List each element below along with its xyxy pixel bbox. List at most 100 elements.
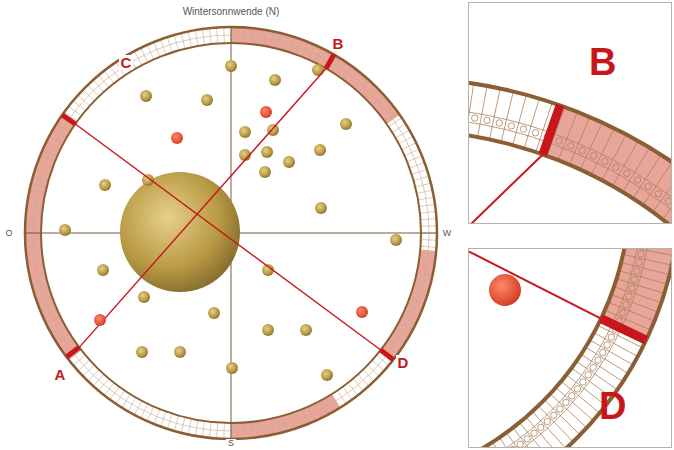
drawing-stroke — [576, 361, 617, 390]
drawing-stroke — [517, 441, 523, 447]
drawing-stroke — [624, 170, 630, 176]
drawing-stroke — [556, 132, 671, 223]
drawing-stroke — [478, 86, 487, 137]
drawing-stroke — [469, 107, 671, 223]
drawing-stroke — [665, 198, 671, 204]
compass-axes — [25, 27, 437, 439]
drawing-stroke — [623, 148, 650, 192]
pink-arc — [539, 249, 655, 332]
drawing-stroke — [544, 418, 550, 424]
drawing-stroke — [472, 115, 478, 121]
star — [97, 264, 109, 276]
drawing-stroke — [551, 412, 557, 418]
inset-box: B — [468, 2, 672, 224]
rim-outer — [25, 27, 437, 439]
drawing-stroke — [636, 259, 642, 265]
crescent-moon — [290, 148, 440, 362]
drawing-stroke — [645, 183, 651, 189]
direction-label: W — [441, 229, 454, 238]
inset-d-detail — [469, 249, 671, 447]
sight-line — [470, 154, 543, 223]
drawing-stroke — [489, 89, 500, 140]
pink-arc — [231, 35, 393, 119]
drawing-stroke — [662, 178, 671, 219]
drawing-stroke — [590, 153, 596, 159]
stars — [59, 60, 402, 381]
drawing-stroke — [531, 430, 537, 436]
drawing-stroke — [381, 350, 394, 360]
rim-marker — [66, 347, 79, 357]
drawing-stroke — [508, 123, 514, 129]
drawing-stroke — [469, 249, 630, 447]
drawing-stroke — [469, 249, 653, 447]
star — [262, 324, 274, 336]
sight-line — [469, 250, 601, 319]
drawing-stroke — [520, 126, 526, 132]
drawing-stroke — [613, 164, 619, 170]
star — [267, 124, 279, 136]
drawing-stroke — [532, 130, 538, 136]
drawing-stroke — [510, 446, 516, 447]
red-star — [260, 106, 272, 118]
inset-letter: B — [589, 43, 616, 81]
direction-label: O — [3, 229, 14, 238]
sight-line — [79, 68, 326, 347]
drawing-stroke — [623, 302, 629, 308]
drawing-stroke — [326, 55, 334, 69]
drawing-stroke — [614, 287, 661, 303]
rim-marker — [62, 115, 75, 124]
drawing-stroke — [634, 177, 640, 183]
drawing-stroke — [590, 340, 633, 365]
drawing-stroke — [574, 386, 580, 392]
red-star — [171, 132, 183, 144]
drawing-stroke — [469, 249, 671, 447]
star — [390, 234, 402, 246]
drawing-stroke — [617, 279, 665, 294]
disk-rim — [25, 27, 437, 439]
drawing-stroke — [524, 99, 539, 149]
drawing-stroke — [469, 249, 643, 447]
pink-arc — [556, 132, 671, 223]
drawing-stroke — [604, 342, 610, 348]
drawing-stroke — [621, 263, 670, 275]
inset-b-detail — [469, 78, 671, 223]
star — [208, 307, 220, 319]
drawing-stroke — [579, 147, 585, 153]
drawing-stroke — [602, 134, 626, 180]
drawing-stroke — [631, 276, 637, 282]
drawing-stroke — [580, 379, 586, 385]
star — [315, 202, 327, 214]
drawing-stroke — [600, 349, 606, 355]
rim-marker — [326, 55, 334, 69]
direction-label: S — [226, 439, 236, 448]
drawing-stroke — [585, 372, 591, 378]
drawing-stroke — [623, 254, 671, 265]
drawing-stroke — [569, 393, 575, 399]
drawing-stroke — [513, 95, 527, 145]
drawing-stroke — [469, 117, 671, 223]
drawing-stroke — [556, 138, 562, 144]
sight-line — [75, 124, 380, 350]
drawing-stroke — [611, 295, 658, 312]
drawing-stroke — [563, 399, 569, 405]
drawing-stroke — [469, 78, 671, 223]
drawing-stroke — [590, 364, 596, 370]
star — [59, 224, 71, 236]
star — [136, 346, 148, 358]
drawing-stroke — [653, 170, 671, 212]
rim-marker — [601, 319, 646, 340]
star — [261, 146, 273, 158]
inset-letter: D — [599, 387, 626, 425]
drawing-stroke — [501, 92, 513, 143]
star — [312, 64, 324, 76]
drawing-stroke — [625, 249, 671, 256]
star — [283, 156, 295, 168]
drawing-stroke — [629, 285, 635, 291]
star — [269, 74, 281, 86]
drawing-stroke — [634, 268, 640, 274]
marker-letter: D — [396, 355, 411, 370]
drawing-stroke — [493, 442, 520, 447]
drawing-stroke — [524, 436, 530, 442]
star — [226, 362, 238, 374]
